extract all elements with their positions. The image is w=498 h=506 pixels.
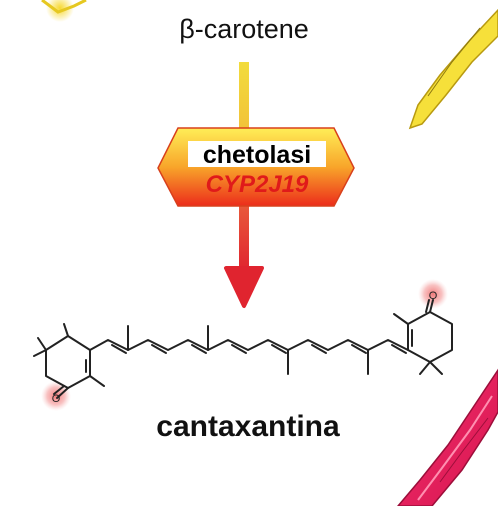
canthaxanthin-structure: [33, 279, 453, 411]
right-oxygen-highlight: [418, 279, 448, 309]
decorative-yellow-fragment-topleft: [41, 0, 87, 22]
enzyme-name: chetolasi: [203, 141, 311, 169]
right-oxygen-label: O: [429, 290, 438, 302]
enzyme-badge: chetolasi CYP2J19: [157, 127, 355, 207]
substrate-label: β-carotene: [179, 14, 309, 44]
left-oxygen-label: O: [52, 393, 61, 405]
decorative-yellow-sweep: [408, 8, 498, 130]
left-oxygen-highlight: [41, 381, 71, 411]
decorative-pink-sweep: [397, 368, 498, 506]
product-label: cantaxantina: [156, 410, 340, 443]
enzyme-gene: CYP2J19: [206, 171, 309, 198]
